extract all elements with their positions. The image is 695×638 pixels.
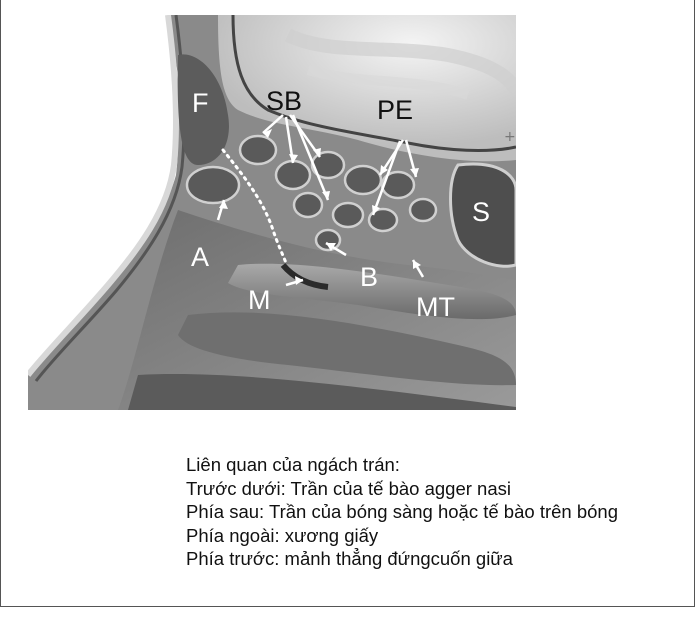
label-mt: MT bbox=[416, 292, 455, 322]
label-f: F bbox=[192, 88, 209, 118]
label-m: M bbox=[248, 285, 271, 315]
caption-title: Liên quan của ngách trán: bbox=[186, 454, 400, 475]
caption-line: Trước dưới: Trần của tế bào agger nasi bbox=[186, 477, 511, 499]
label-s: S bbox=[472, 197, 490, 227]
caption-line: Phía sau: Trần của bóng sàng hoặc tế bào… bbox=[186, 501, 618, 522]
caption-line: Phía ngoài: xương giấy bbox=[186, 524, 379, 546]
crosshair-cursor-icon: + bbox=[504, 129, 516, 145]
bottom-strip bbox=[0, 608, 695, 638]
caption-text: Liên quan của ngách trán: Trước dưới: Tr… bbox=[186, 453, 618, 571]
caption-line: Phía trước: mảnh thẳng đứngcuốn giữa bbox=[186, 548, 513, 569]
label-pe: PE bbox=[377, 95, 413, 125]
label-a: A bbox=[191, 242, 209, 272]
anatomy-figure: F SB PE S A M B MT bbox=[28, 15, 516, 410]
slide: F SB PE S A M B MT + Liên quan của ngách… bbox=[0, 0, 695, 607]
label-sb: SB bbox=[266, 86, 302, 116]
label-b: B bbox=[360, 262, 378, 292]
sinus-anatomy-illustration: F SB PE S A M B MT bbox=[28, 15, 516, 410]
